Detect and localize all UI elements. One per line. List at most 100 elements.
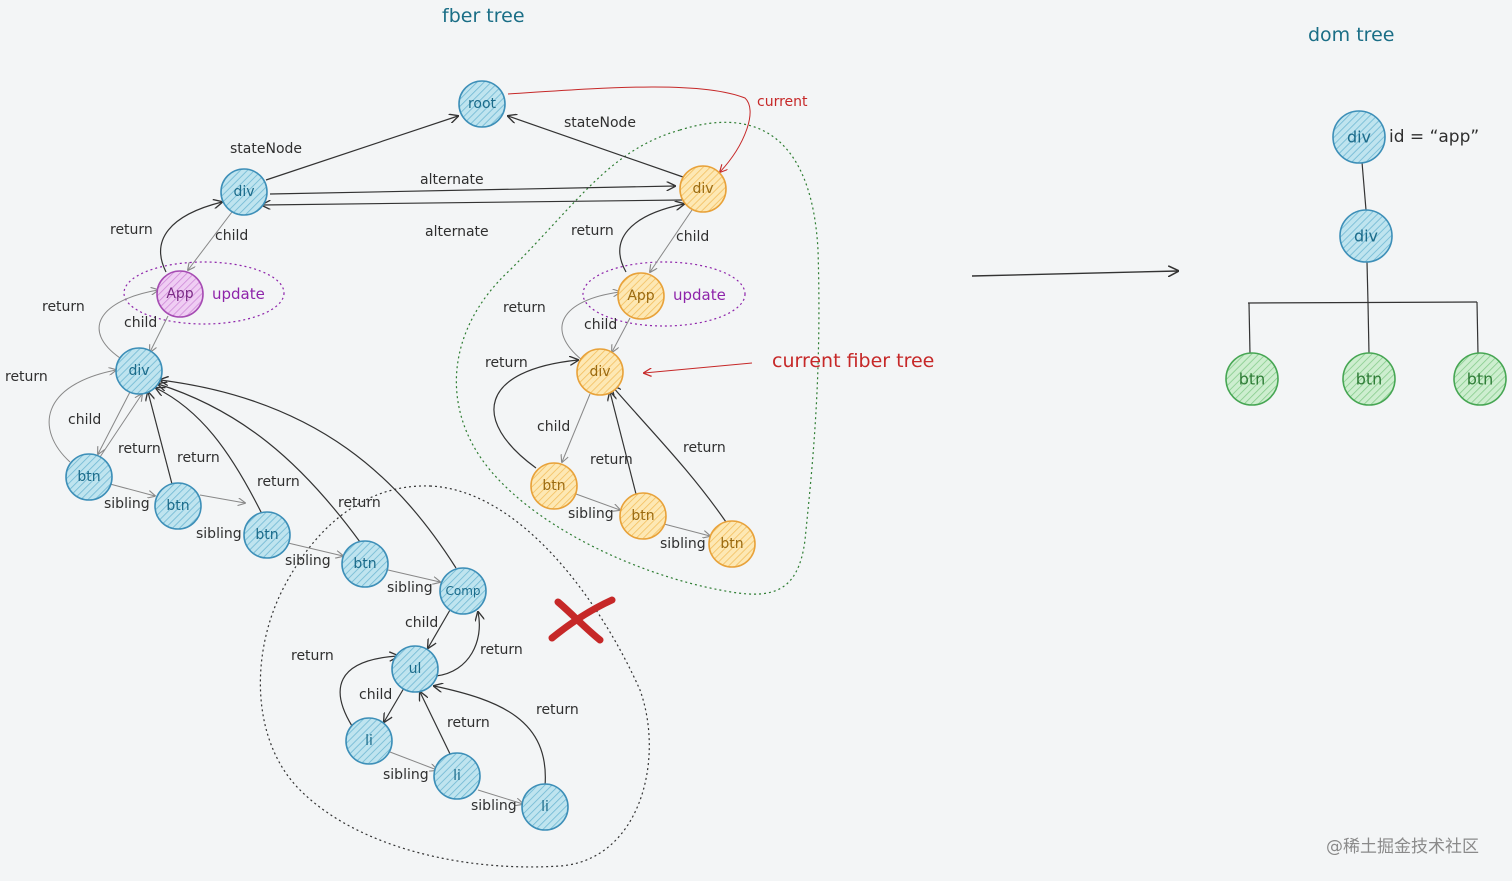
return-edge-comp-old [160,380,457,569]
node-app-old-label: App [166,286,193,302]
node-btn-old-4-label: btn [353,556,376,572]
label-child-app-div2-cur: child [584,317,617,333]
node-btn-cur-2-label: btn [631,508,654,524]
alternate-edge-bottom [262,199,683,205]
return-edge-li1-ul [339,656,398,727]
node-ul-label: ul [409,661,422,677]
label-return-ul-comp: return [480,642,523,658]
node-root-label: root [468,96,497,112]
node-div-cur [679,165,727,213]
node-div2-cur-label: div [589,364,610,380]
label-update-left: update [212,285,265,303]
label-return-btn1-inner-old: return [118,441,161,457]
alternate-edge-top [269,186,675,195]
sibling-edge-li-2 [477,789,523,804]
node-comp [439,567,487,615]
statenode-edge-current [508,116,684,178]
sibling-edge-2-old [199,494,245,503]
node-li-3-label: li [541,799,549,815]
return-edge-btn3-old [156,388,263,515]
label-child-div2-btn1-old: child [68,412,101,428]
dom-node-div-app-label: div [1347,128,1371,147]
fiber-tree-title: fber tree [442,5,525,27]
label-alternate-bottom: alternate [425,224,489,240]
dom-edge-hbar [1247,301,1478,304]
dom-node-div [1339,209,1393,263]
label-sibling-li-1: sibling [383,767,429,783]
delete-cross-icon [548,596,616,644]
return-edge-btn2-cur [610,392,637,495]
node-ul [391,645,439,693]
current-app-update-group [582,261,746,327]
old-app-update-group [123,261,285,325]
sibling-edge-4-old [387,569,440,582]
label-child-app-div2-old: child [124,315,157,331]
node-app-cur-label: App [627,288,654,304]
edge-labels: stateNode stateNode current alternate al… [5,94,1479,814]
label-return-app-div2-old: return [42,299,85,315]
dom-node-btn-2 [1342,352,1396,406]
node-li-1-label: li [365,733,373,749]
dom-edge-btn1 [1248,302,1251,355]
watermark: @稀土掘金技术社区 [1326,837,1479,857]
child-edge-div-app-cur [650,209,693,272]
label-statenode-right: stateNode [564,115,636,131]
label-alternate-top: alternate [420,172,484,188]
return-edge-btn1-outer-old [48,370,116,463]
return-edge-btn1-cur [493,360,578,469]
label-return-btn4-old: return [338,495,381,511]
label-dom-id: id = “app” [1389,127,1479,147]
label-sibling-2-old: sibling [196,526,242,542]
dom-node-btn-1 [1225,352,1279,406]
label-return-btn1-old: return [5,369,48,385]
node-root [458,80,506,128]
label-return-btn3-old: return [257,474,300,490]
current-fiber-tree-group [455,121,820,595]
label-child-div-app-old: child [215,228,248,244]
label-sibling-4-old: sibling [387,580,433,596]
label-return-li3-ul: return [536,702,579,718]
child-edge-div-app-old [188,211,233,270]
label-return-btn2-cur: return [590,452,633,468]
label-return-div-app-old: return [110,222,153,238]
return-edge-li3-ul [434,686,546,787]
node-app-old [156,270,204,318]
child-edge-div2-btn1-cur [562,393,591,462]
label-return-div-app-cur: return [571,223,614,239]
label-sibling-li-2: sibling [471,798,517,814]
return-edge-div2-app-cur [561,292,620,361]
node-li-2-label: li [453,768,461,784]
dom-node-btn-1-label: btn [1239,370,1266,389]
node-div-old-label: div [233,184,254,200]
node-comp-label: Comp [445,584,480,598]
node-btn-old-3-label: btn [255,527,278,543]
node-div-old [220,168,268,216]
dom-edge-div-app-div [1361,161,1367,211]
dom-edge-btn2 [1367,302,1370,355]
label-sibling-3-old: sibling [285,553,331,569]
node-btn-cur-2 [619,492,667,540]
nodes: root div App div btn btn btn btn Comp ul… [65,80,1507,831]
return-edge-div2-app-old [98,290,158,359]
child-edge-ul-li1 [384,687,405,722]
node-div2-old-label: div [128,363,149,379]
label-child-div2-btn1-cur: child [537,419,570,435]
node-btn-old-2-label: btn [166,498,189,514]
label-return-btn3-cur: return [683,440,726,456]
node-app-cur [617,272,665,320]
node-btn-cur-1-label: btn [542,478,565,494]
label-child-ul-li1: child [359,687,392,703]
return-edge-btn2-old [148,392,173,485]
label-sibling-2-cur: sibling [660,536,706,552]
dom-node-btn-2-label: btn [1356,370,1383,389]
transform-arrow [971,271,1178,276]
node-btn-old-3 [243,511,291,559]
node-li-2 [433,752,481,800]
child-edge-app-div2-old [150,315,169,352]
node-btn-old-1 [65,453,113,501]
node-btn-cur-1 [530,462,578,510]
node-btn-cur-3 [708,520,756,568]
sibling-edge-1-cur [575,493,620,510]
label-sibling-1-cur: sibling [568,506,614,522]
